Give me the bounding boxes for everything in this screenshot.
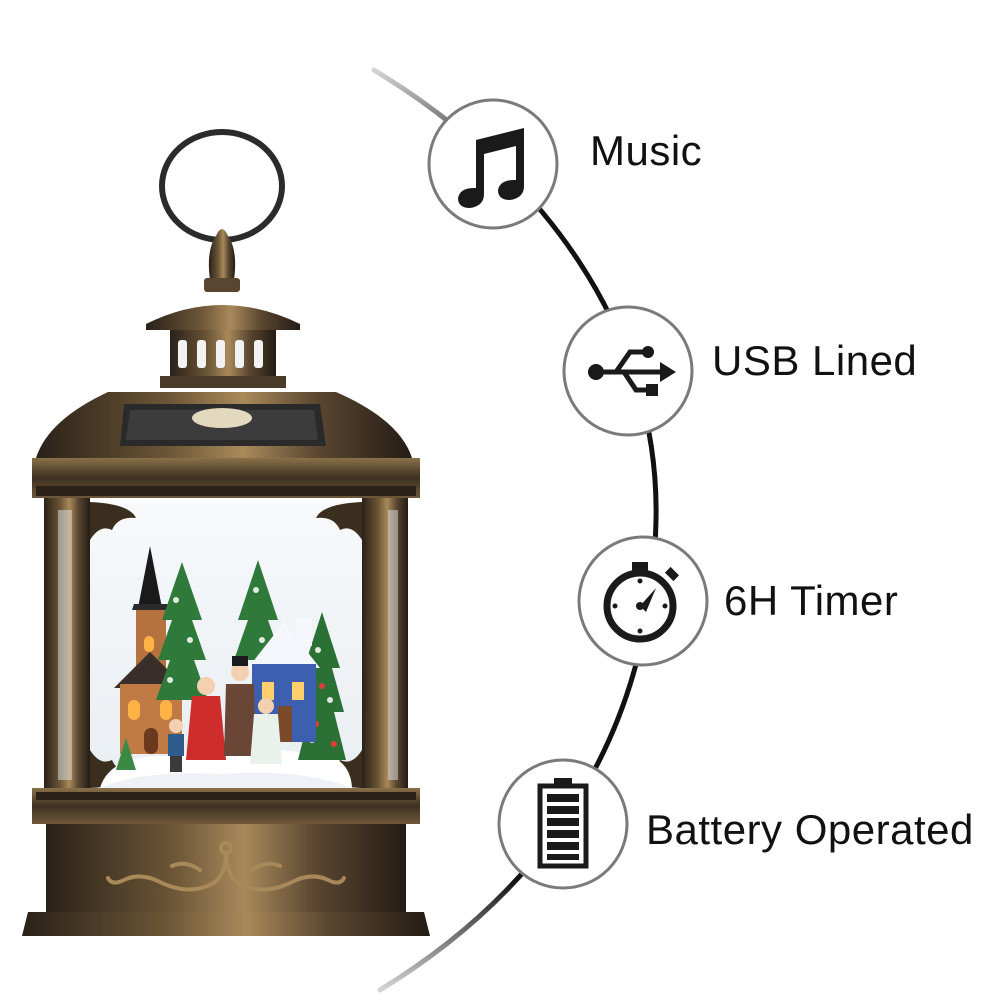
lantern-ring [159,129,285,243]
battery-icon [537,778,589,869]
lantern-top-cap [146,305,300,330]
feature-label-music: Music [590,127,703,174]
feature-timer [577,535,709,667]
lantern-base [46,824,406,914]
lantern-right-post [362,498,408,790]
feature-label-battery: Battery Operated [646,806,974,853]
carolers [168,656,282,772]
stopwatch-icon [603,562,680,643]
feature-usb [562,305,694,437]
feature-label-timer: 6H Timer [724,577,899,624]
feature-battery [497,758,629,890]
base-ornament [106,841,346,892]
usb-icon [588,346,676,396]
music-note-icon [458,128,524,208]
feature-label-usb: USB Lined [712,337,918,384]
lantern-finial [208,229,236,280]
lantern [22,129,430,936]
feature-music [427,98,559,230]
